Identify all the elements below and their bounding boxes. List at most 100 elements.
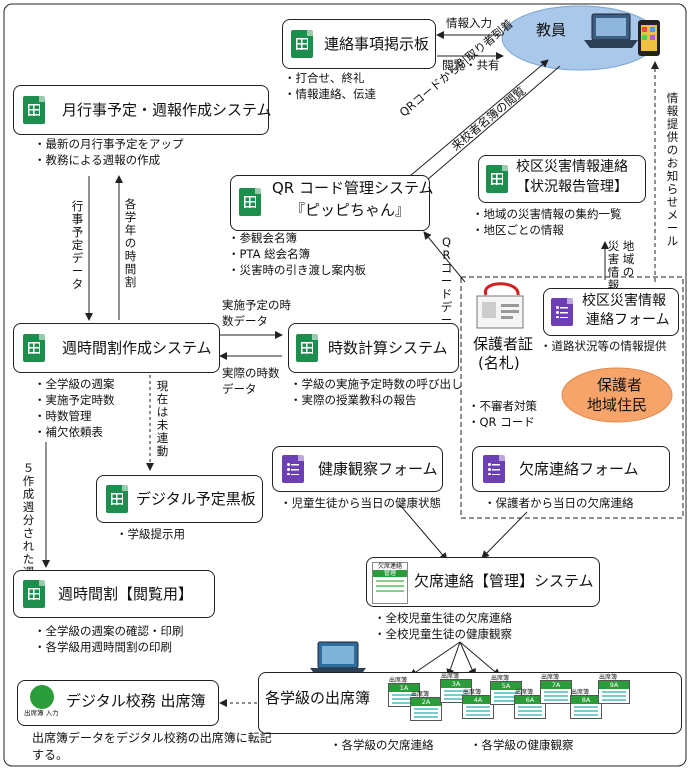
timetable-view-bullets: 全学級の週案の確認・印刷各学級用週時間割の印刷 — [34, 623, 184, 655]
book-label: 出席簿 — [515, 689, 534, 696]
book-label: 出席簿 — [441, 673, 460, 680]
digital-board-bullets: 学級提示用 — [116, 526, 186, 542]
guardian-card-subtitle: (名札) — [478, 354, 520, 372]
hours-calc-title: 時数計算システム — [328, 339, 448, 357]
spreadsheet-icon — [296, 334, 318, 362]
book-label: 出席簿 — [599, 674, 618, 681]
absence-form-box — [472, 446, 670, 492]
spreadsheet-icon — [23, 580, 45, 608]
outer-frame — [3, 3, 687, 767]
book-class-label: 2A — [411, 698, 441, 706]
disaster-mgmt-subtitle: 【状況報告管理】 — [516, 179, 628, 195]
attendance-icon-label: 出席簿 入力 — [24, 709, 59, 717]
health-form-bullets: 児童生徒から当日の健康状態 — [280, 495, 442, 511]
absence-mgmt-title: 欠席連絡【管理】システム — [414, 572, 594, 590]
book-label: 出席簿 — [571, 689, 590, 696]
book-class-label: 5A — [491, 682, 521, 690]
spreadsheet-icon — [291, 30, 313, 58]
area-info-label: 地域の — [622, 239, 635, 279]
book-label: 出席簿 — [411, 691, 430, 698]
id-card-icon — [476, 282, 524, 329]
laptop-icon — [584, 13, 638, 48]
book-label: 出席簿 — [389, 677, 408, 684]
transfer-note: 出席簿データをデジタル校務の出席簿に転記する。 — [32, 731, 272, 762]
residents-subtitle: 地域住民 — [587, 396, 648, 414]
spreadsheet-icon — [486, 165, 508, 193]
absence-form-bullets: 保護者から当日の欠席連絡 — [484, 495, 634, 511]
planned-hours-label: 実施予定の時数データ — [222, 298, 291, 328]
monthly-bullets: 最新の月行事予定をアップ教務による週報の作成 — [34, 136, 184, 168]
bulletin-title: 連絡事項掲示板 — [324, 35, 430, 53]
spreadsheet-icon — [106, 485, 128, 513]
attendance-books-title: 各学級の出席簿 — [265, 689, 371, 707]
book-class-label: 6A — [515, 696, 545, 704]
digital-attendance-title: デジタル校務 出席簿 — [66, 692, 206, 710]
hours-calc-bullets: 学級の実施予定時数の呼び出し実際の授業教科の報告 — [290, 376, 463, 408]
schedule-data-label: 行事予定データ — [71, 199, 84, 291]
absence-form-title: 欠席連絡フォーム — [519, 460, 639, 478]
book-class-label: 9A — [599, 681, 629, 689]
qr-system-bullets: 参観会名簿PTA 総会名簿災害時の引き渡し案内板 — [228, 230, 367, 278]
health-form-title: 健康観察フォーム — [318, 460, 438, 478]
book-class-label: 1A — [389, 684, 419, 692]
teacher-ellipse — [501, 5, 659, 71]
qr-system-box — [230, 175, 430, 231]
spreadsheet-icon — [23, 96, 45, 124]
book-class-label: 3A — [441, 680, 471, 688]
info-input-label: 情報入力 — [446, 16, 492, 30]
absence-mgmt-bullets: 全校児童生徒の欠席連絡全校児童生徒の健康観察 — [374, 610, 513, 642]
book-label: 出席簿 — [491, 675, 510, 682]
view-share-label: 閲覧・共有 — [442, 58, 500, 72]
disaster-mgmt-bullets: 地域の災害情報の集約一覧地区ごとの情報 — [472, 206, 622, 238]
timetable-box — [13, 323, 220, 373]
actual-hours-label: 実際の時数データ — [222, 366, 280, 396]
residents-title: 保護者 — [597, 376, 643, 394]
guardian-card-bullets: 不審者対策QR コード — [468, 398, 538, 430]
form-icon — [551, 298, 573, 326]
disaster-mgmt-title: 校区災害情報連絡 — [516, 159, 628, 175]
spreadsheet-icon — [23, 334, 45, 362]
book-label: 出席簿 — [463, 689, 482, 696]
absence-mgmt-icon: 欠席連絡 管理 — [372, 562, 408, 604]
attendance-list-icon — [30, 685, 54, 709]
book-class-label: 8A — [571, 696, 601, 704]
book-class-label: 7A — [541, 681, 571, 689]
qr-system-title: QR コード管理システム — [272, 179, 434, 197]
disaster-form-subtitle: 連絡フォーム — [586, 312, 670, 328]
teacher-label: 教員 — [536, 21, 567, 39]
attendance-laptop-icon — [310, 641, 366, 676]
timetable-title: 週時間割作成システム — [62, 339, 212, 357]
disaster-form-bullets: 道路状況等の情報提供 — [540, 338, 667, 354]
monthly-box — [13, 85, 269, 135]
residents-ellipse — [561, 367, 673, 423]
disaster-info-label: 災害情報 — [607, 239, 620, 292]
bulletin-bullets: 打合せ、終礼情報連絡、伝達 — [284, 70, 377, 102]
book-class-label: 4A — [463, 696, 493, 704]
digital-board-title: デジタル予定黒板 — [136, 490, 256, 508]
notify-mail-label: 情報提供のお知らせメール — [666, 91, 679, 248]
form-icon — [282, 455, 304, 483]
timetable-bullets: 全学級の週案実施予定時数時数管理補欠依頼表 — [34, 376, 115, 440]
form-icon — [483, 455, 505, 483]
monthly-title: 月行事予定・週報作成システム — [62, 101, 272, 119]
qr-system-subtitle: 『ピッピちゃん』 — [290, 201, 411, 219]
book-label: 出席簿 — [541, 674, 560, 681]
not-linked-label: 現在は未連動 — [156, 379, 169, 458]
spreadsheet-icon — [239, 188, 261, 216]
smartphone-icon — [638, 20, 660, 56]
guardian-card-title: 保護者証 — [473, 335, 534, 353]
disaster-form-title: 校区災害情報 — [582, 293, 666, 309]
timetable-view-box — [13, 570, 215, 618]
attendance-books-bullet-1: 各学級の欠席連絡 — [330, 737, 434, 753]
timetable-view-title: 週時間割【閲覧用】 — [58, 585, 194, 603]
attendance-books-bullet-2: 各学級の健康観察 — [470, 737, 574, 753]
